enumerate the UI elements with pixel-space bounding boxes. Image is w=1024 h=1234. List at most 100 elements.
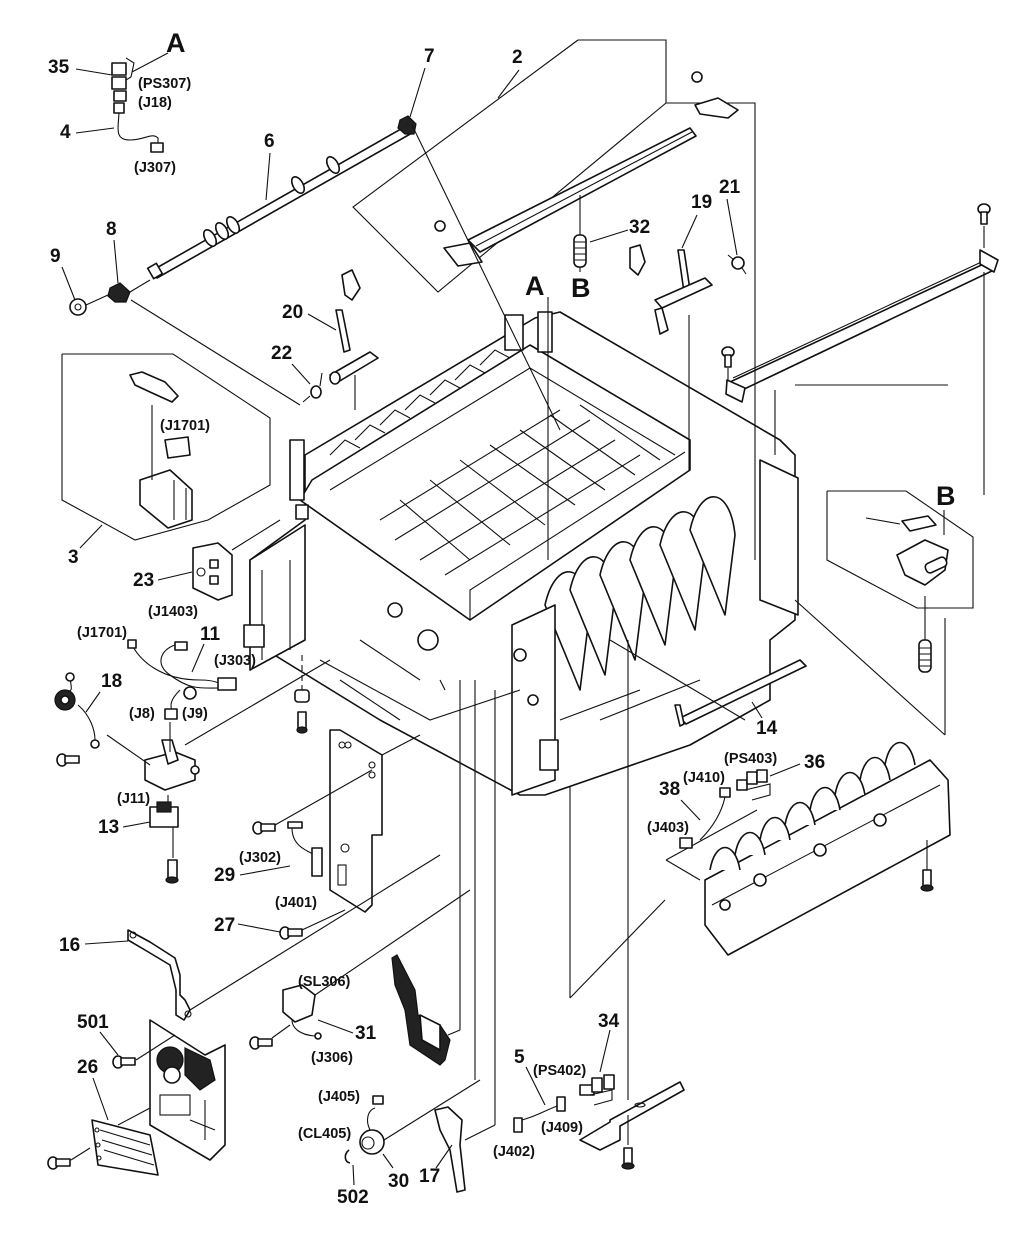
connector-label-j405: (J405): [318, 1089, 360, 1105]
roller-shaft-part-6: [146, 124, 413, 280]
connector-label-j1701: (J1701): [77, 625, 127, 641]
cable-part-4: [117, 112, 164, 153]
cable-part-29: [287, 821, 323, 877]
bushing-part-7: [397, 115, 417, 135]
callout-7: 7: [424, 46, 435, 67]
clutch-part-30: [359, 1095, 385, 1155]
switch-bracket: [144, 739, 200, 791]
connector-label-j303: (J303): [214, 653, 256, 669]
callout-20: 20: [282, 302, 303, 323]
callout-6: 6: [264, 131, 275, 152]
screw-lower-right: [621, 1147, 635, 1170]
callout-11: 11: [200, 624, 221, 645]
screw-18: [56, 753, 80, 767]
callout-31: 31: [355, 1023, 377, 1044]
spring-part-22: [302, 372, 323, 403]
connector-label-j8: (J8): [129, 706, 155, 722]
callout-18: 18: [101, 671, 122, 692]
connector-label-j307: (J307): [134, 160, 176, 176]
gear-plate-part-26: [91, 1119, 159, 1176]
connector-label-j11: (J11): [117, 791, 150, 807]
connector-label-sl306: (SL306): [298, 974, 351, 990]
rod-part-14: [674, 659, 807, 727]
connector-label-j1701-inset: (J1701): [160, 418, 210, 434]
callout-502: 502: [337, 1187, 369, 1208]
callout-27: 27: [214, 915, 235, 936]
group-outline-3: [61, 353, 271, 541]
callout-30: 30: [388, 1171, 409, 1192]
ref-marker-b-spring: B: [571, 273, 591, 303]
cable-part-5: [513, 1096, 566, 1133]
bracket-part-17: [434, 1106, 466, 1193]
screw-27: [279, 926, 303, 940]
cable-part-38: [679, 787, 731, 849]
callout-36: 36: [804, 752, 825, 773]
switch-part-13: [149, 801, 179, 828]
lever-part-20: [329, 309, 379, 385]
connector-label-j409: (J409): [541, 1120, 583, 1136]
connector-label-j18: (J18): [138, 95, 172, 111]
solenoid-part-31: [282, 984, 322, 1040]
callout-21: 21: [719, 177, 741, 198]
harness-part-11: [127, 639, 237, 720]
e-ring-part-502: [344, 1149, 351, 1164]
standoff-center: [294, 689, 310, 734]
rod-bracket: [725, 249, 999, 403]
sensor-part-34: [579, 1074, 615, 1106]
connector-label-j1403: (J1403): [148, 604, 198, 620]
spring-b-inset: [918, 639, 932, 673]
callout-17: 17: [419, 1166, 440, 1187]
bracket-lower-right: [579, 1081, 685, 1151]
screw-31: [249, 1036, 273, 1050]
connector-label-j306: (J306): [311, 1050, 353, 1066]
connector-label-j410: (J410): [683, 770, 725, 786]
screw-26: [47, 1156, 71, 1170]
callout-8: 8: [106, 219, 117, 240]
sensor-part-36: [736, 769, 771, 801]
clip-part-19b: [629, 244, 646, 276]
connector-label-ps307: (PS307): [138, 76, 191, 92]
callout-32: 32: [629, 217, 650, 238]
callout-23: 23: [133, 570, 154, 591]
ref-marker-b-inset: B: [936, 481, 956, 511]
solenoid-part-18: [54, 672, 100, 749]
callout-3: 3: [68, 547, 79, 568]
callout-4: 4: [60, 122, 71, 143]
callout-9: 9: [50, 246, 61, 267]
sensor-arm-group-3: [129, 371, 193, 529]
callout-26: 26: [77, 1057, 98, 1078]
gear-part-9: [69, 298, 87, 316]
ref-marker-a-top: A: [166, 28, 186, 58]
callout-34: 34: [598, 1011, 620, 1032]
drive-assembly: [149, 1019, 226, 1161]
ref-marker-a-chassis: A: [525, 271, 545, 301]
screw-fuser: [920, 869, 934, 892]
callout-29: 29: [214, 865, 235, 886]
screw-501: [112, 1055, 136, 1069]
connector-label-j302: (J302): [239, 850, 281, 866]
connector-label-cl405: (CL405): [298, 1126, 351, 1142]
pcb-board: [329, 729, 383, 913]
feed-guide-assembly: [704, 741, 951, 956]
group-outline-fuser-2: [569, 899, 666, 999]
group-outline-2: [578, 39, 756, 298]
callout-5: 5: [514, 1047, 525, 1068]
spring-part-32: [573, 234, 587, 268]
paper-guide-part-2: [434, 71, 739, 267]
screw-29: [252, 821, 276, 835]
pickup-assembly-b: [896, 515, 949, 586]
connector-label-j401: (J401): [275, 895, 317, 911]
callout-14: 14: [756, 718, 778, 739]
side-bracket-center: [391, 954, 451, 1066]
callout-22: 22: [271, 343, 292, 364]
callout-38: 38: [659, 779, 680, 800]
sensor-part-35: [111, 57, 135, 114]
connector-label-j402: (J402): [493, 1144, 535, 1160]
connector-label-j9: (J9): [182, 706, 208, 722]
main-chassis: [243, 311, 799, 796]
connector-label-j403: (J403): [647, 820, 689, 836]
clip-part-20b: [341, 269, 361, 301]
bushing-part-8: [107, 282, 131, 303]
callout-501: 501: [77, 1012, 109, 1033]
